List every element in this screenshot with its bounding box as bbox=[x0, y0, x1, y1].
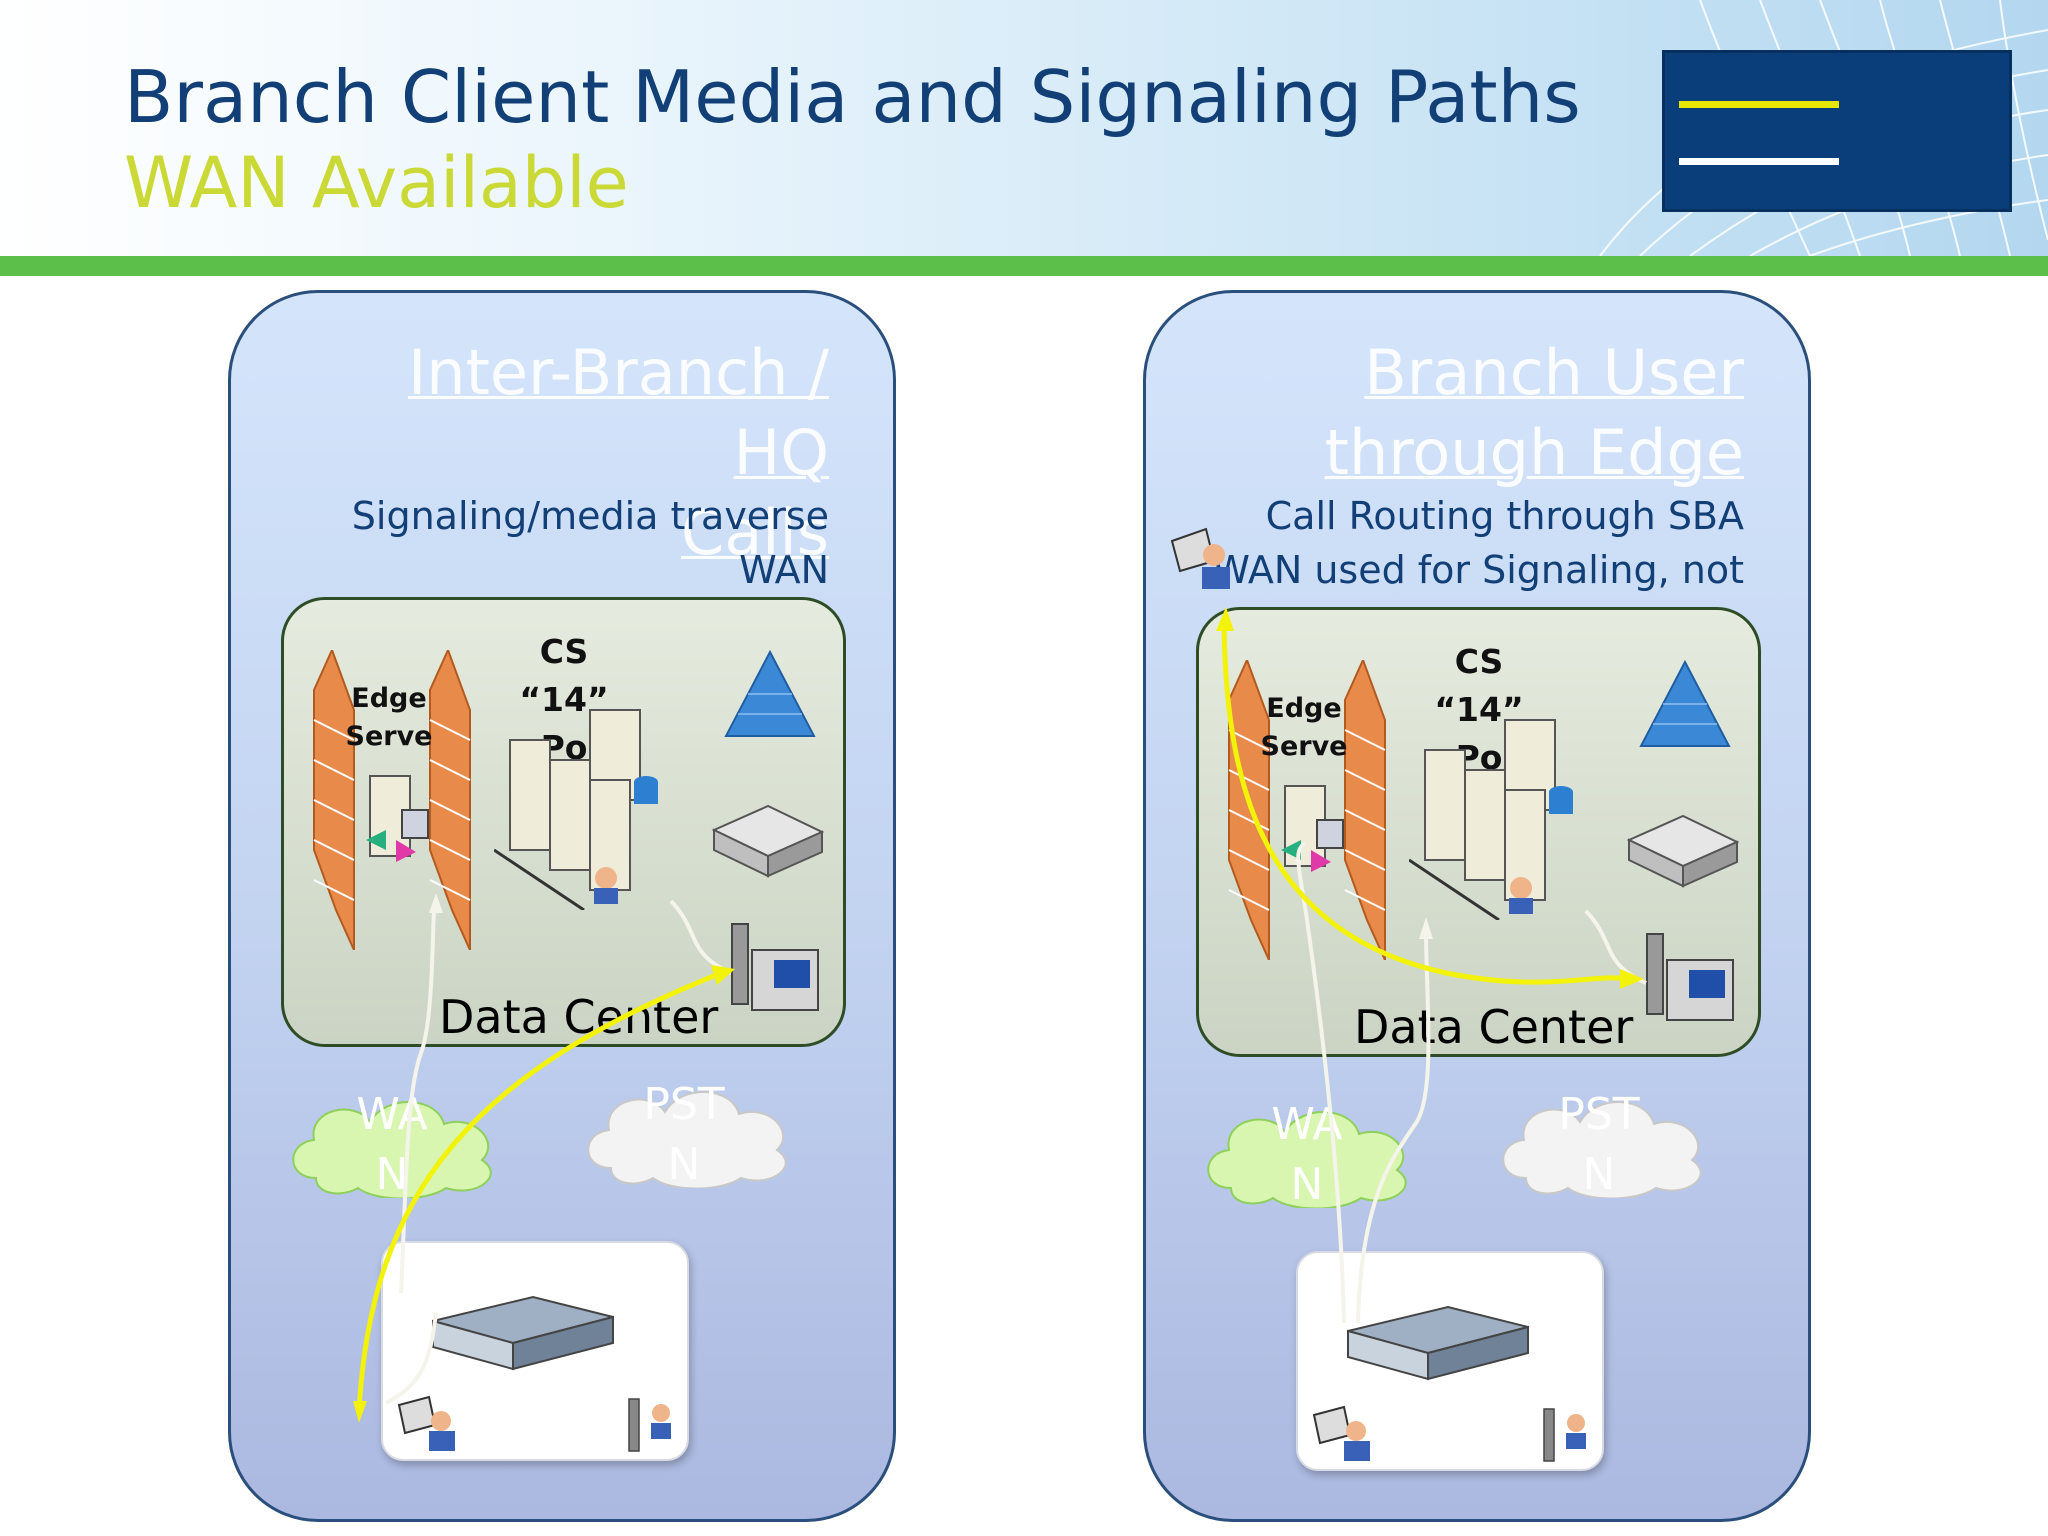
edge-label-line: Edge bbox=[1266, 693, 1342, 724]
branch-site-box bbox=[1296, 1251, 1604, 1471]
panel-heading-line: Branch User bbox=[1364, 336, 1744, 409]
data-center-label: Data Center bbox=[1354, 1000, 1634, 1054]
firewall-icon bbox=[1228, 660, 1270, 960]
signaling-arrowhead bbox=[429, 893, 443, 913]
branch-appliance-icon bbox=[432, 1295, 614, 1371]
desk-phone-user-icon bbox=[628, 1398, 671, 1452]
edge-server-icon bbox=[1281, 785, 1344, 872]
data-center-label: Data Center bbox=[439, 990, 719, 1044]
call-path-overlay bbox=[1216, 607, 1647, 1324]
panel-description-line: Call Routing through SBA bbox=[1265, 494, 1744, 538]
slide-title: Branch Client Media and Signaling Paths bbox=[124, 55, 1581, 139]
remote-laptop-user-icon bbox=[1170, 527, 1230, 589]
panel-description: Signaling/media traverse WAN bbox=[269, 489, 829, 597]
branch-site-box bbox=[381, 1241, 689, 1461]
panel-heading: Inter-Branch / HQ Calls bbox=[309, 333, 829, 573]
data-center-box: Edge Serve CS “14” Po bbox=[1196, 607, 1761, 1057]
server-pool-icon bbox=[494, 709, 658, 910]
panel-heading: Branch User through Edge bbox=[1224, 333, 1744, 493]
wan-cloud-label: WA N bbox=[347, 1085, 437, 1205]
laptop-user-icon bbox=[397, 1395, 455, 1451]
edge-label-line: Serve bbox=[1260, 731, 1348, 762]
cloud-label-line: N bbox=[375, 1149, 409, 1200]
cloud-label-line: N bbox=[667, 1139, 701, 1190]
panel-description-line: WAN used for Signaling, not bbox=[1212, 548, 1744, 592]
pstn-cloud-label: PST N bbox=[639, 1075, 729, 1195]
edge-server-label: Edge Serve bbox=[1249, 690, 1359, 766]
cloud-label-line: N bbox=[1290, 1159, 1324, 1210]
pstn-cloud-icon bbox=[1502, 1101, 1702, 1198]
firewall-icon bbox=[429, 650, 471, 950]
panel-inter-branch: Inter-Branch / HQ Calls Signaling/media … bbox=[228, 290, 896, 1522]
cs-pool-label-line: CS bbox=[539, 632, 589, 671]
cloud-label-line: N bbox=[1582, 1149, 1616, 1200]
cloud-label-line: WA bbox=[356, 1089, 428, 1140]
panel-description-line: WAN bbox=[739, 548, 829, 592]
branch-appliance-icon bbox=[1347, 1305, 1529, 1381]
logo-yellow-line bbox=[1679, 101, 1839, 108]
panel-heading-line: Inter-Branch / HQ bbox=[407, 336, 829, 489]
panel-description: Call Routing through SBA WAN used for Si… bbox=[1184, 489, 1744, 597]
panel-description-line: Signaling/media traverse bbox=[351, 494, 829, 538]
edge-server-icon bbox=[366, 775, 429, 862]
gateway-appliance-icon bbox=[711, 804, 825, 878]
media-arrowhead bbox=[711, 965, 735, 985]
media-arrowhead bbox=[1216, 607, 1234, 631]
cloud-label-line: PST bbox=[1558, 1089, 1640, 1140]
panel-heading-line: through Edge bbox=[1324, 416, 1744, 489]
slide-subtitle: WAN Available bbox=[124, 142, 629, 224]
edge-label-line: Edge bbox=[351, 683, 427, 714]
data-center-box: Edge Serve CS “14” Po bbox=[281, 597, 846, 1047]
firewall-icon bbox=[313, 650, 355, 950]
ip-phone-icon bbox=[731, 923, 819, 1011]
slide-header: Branch Client Media and Signaling Paths … bbox=[0, 0, 2048, 256]
edge-server-label: Edge Serve bbox=[334, 680, 444, 756]
panel-branch-user-edge: Branch User through Edge Call Routing th… bbox=[1143, 290, 1811, 1522]
ip-phone-icon bbox=[1646, 933, 1734, 1021]
media-arrowhead bbox=[353, 1401, 367, 1423]
wan-cloud-icon bbox=[1207, 1111, 1407, 1208]
signaling-arrowhead bbox=[1419, 917, 1433, 939]
desk-phone-user-icon bbox=[1543, 1408, 1586, 1462]
cs-pool-label-line: CS bbox=[1454, 642, 1504, 681]
media-arrowhead bbox=[1620, 969, 1644, 989]
pstn-cloud-icon bbox=[587, 1091, 787, 1188]
active-directory-icon bbox=[724, 650, 816, 737]
pstn-cloud-label: PST N bbox=[1554, 1085, 1644, 1205]
active-directory-icon bbox=[1639, 660, 1731, 747]
laptop-user-icon bbox=[1312, 1405, 1370, 1461]
logo-white-line bbox=[1679, 158, 1839, 165]
edge-label-line: Serve bbox=[345, 721, 433, 752]
panel-heading-line: Calls bbox=[680, 496, 829, 569]
firewall-icon bbox=[1344, 660, 1386, 960]
cloud-label-line: PST bbox=[643, 1079, 725, 1130]
header-divider bbox=[0, 256, 2048, 276]
call-path-overlay bbox=[353, 893, 735, 1423]
logo-box bbox=[1662, 50, 2012, 212]
gateway-appliance-icon bbox=[1626, 814, 1740, 888]
server-pool-icon bbox=[1409, 719, 1573, 920]
